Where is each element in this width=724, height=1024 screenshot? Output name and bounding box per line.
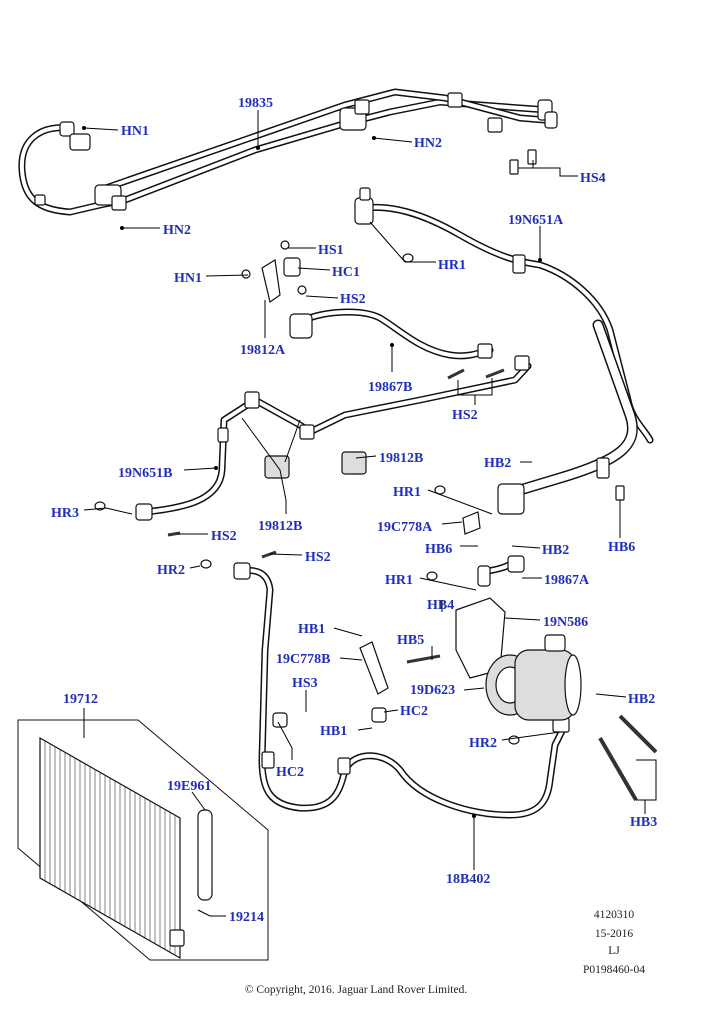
copyright-notice: © Copyright, 2016. Jaguar Land Rover Lim… [245, 984, 468, 996]
callout-hb5: HB5 [397, 633, 424, 648]
callout-hc1: HC1 [332, 265, 360, 280]
callout-hb2-top: HB2 [484, 456, 511, 471]
condenser-19712 [17, 719, 269, 961]
callout-19214: 19214 [229, 910, 264, 925]
drawing-meta: 4120310 15-2016 LJ P0198460-04 [583, 909, 645, 976]
callout-hs4: HS4 [580, 171, 606, 186]
small-parts [94, 240, 658, 802]
leader-lines [82, 110, 657, 917]
callout-hs1: HS1 [318, 243, 344, 258]
callout-19812a: 19812A [240, 343, 286, 358]
hose-18b402 [233, 562, 570, 819]
callout-labels: 19835 HN1 HN2 HN2 HS4 19N651A HS1 HN1 HC… [51, 96, 657, 925]
callout-hc2-right: HC2 [400, 704, 428, 719]
callout-hb1-low: HB1 [320, 724, 347, 739]
callout-hn2-top: HN2 [414, 136, 442, 151]
pipe-19n651b [135, 355, 532, 521]
callout-hb1-top: HB1 [298, 622, 325, 637]
callout-hr1-top: HR1 [438, 258, 466, 273]
callout-19867a: 19867A [544, 573, 590, 588]
meta-line-3: LJ [608, 945, 620, 957]
callout-hs2-c: HS2 [211, 529, 237, 544]
callout-hr2-left: HR2 [157, 563, 185, 578]
callout-hr2-right: HR2 [469, 736, 497, 751]
callout-hb2-mid: HB2 [542, 543, 569, 558]
callout-hr1-low: HR1 [385, 573, 413, 588]
meta-line-2: 15-2016 [595, 928, 634, 940]
callout-19e961: 19E961 [167, 779, 211, 794]
callout-hb4: HB4 [427, 598, 454, 613]
callout-19867b: 19867B [368, 380, 412, 395]
callout-19812b-left: 19812B [258, 519, 302, 534]
compressor-19d623 [455, 597, 582, 721]
callout-hr3: HR3 [51, 506, 79, 521]
callout-hb3: HB3 [630, 815, 657, 830]
callout-19n651a: 19N651A [508, 213, 564, 228]
callout-19835: 19835 [238, 96, 273, 111]
hose-19867b [289, 308, 494, 360]
callout-19n651b: 19N651B [118, 466, 172, 481]
callout-hb6-left: HB6 [425, 542, 452, 557]
callout-hb2-low: HB2 [628, 692, 655, 707]
callout-hn1-top: HN1 [121, 124, 149, 139]
meta-line-1: 4120310 [594, 909, 635, 921]
callout-hn1-mid: HN1 [174, 271, 202, 286]
callout-19c778b: 19C778B [276, 652, 330, 667]
callout-19n586: 19N586 [543, 615, 588, 630]
callout-hs2-d: HS2 [305, 550, 331, 565]
pipe-19835 [18, 88, 558, 216]
callout-19812b-right: 19812B [379, 451, 423, 466]
callout-19d623: 19D623 [410, 683, 455, 698]
hose-19n651a [354, 187, 654, 515]
callout-hc2-left: HC2 [276, 765, 304, 780]
meta-line-4: P0198460-04 [583, 964, 645, 976]
callout-18b402: 18B402 [446, 872, 490, 887]
callout-19712: 19712 [63, 692, 98, 707]
callout-19c778a: 19C778A [377, 520, 433, 535]
callout-hn2-left: HN2 [163, 223, 191, 238]
callout-hs2-a: HS2 [340, 292, 366, 307]
callout-hs2-b: HS2 [452, 408, 478, 423]
callout-hr1-mid: HR1 [393, 485, 421, 500]
callout-hb6-right: HB6 [608, 540, 635, 555]
callout-hs3: HS3 [292, 676, 318, 691]
